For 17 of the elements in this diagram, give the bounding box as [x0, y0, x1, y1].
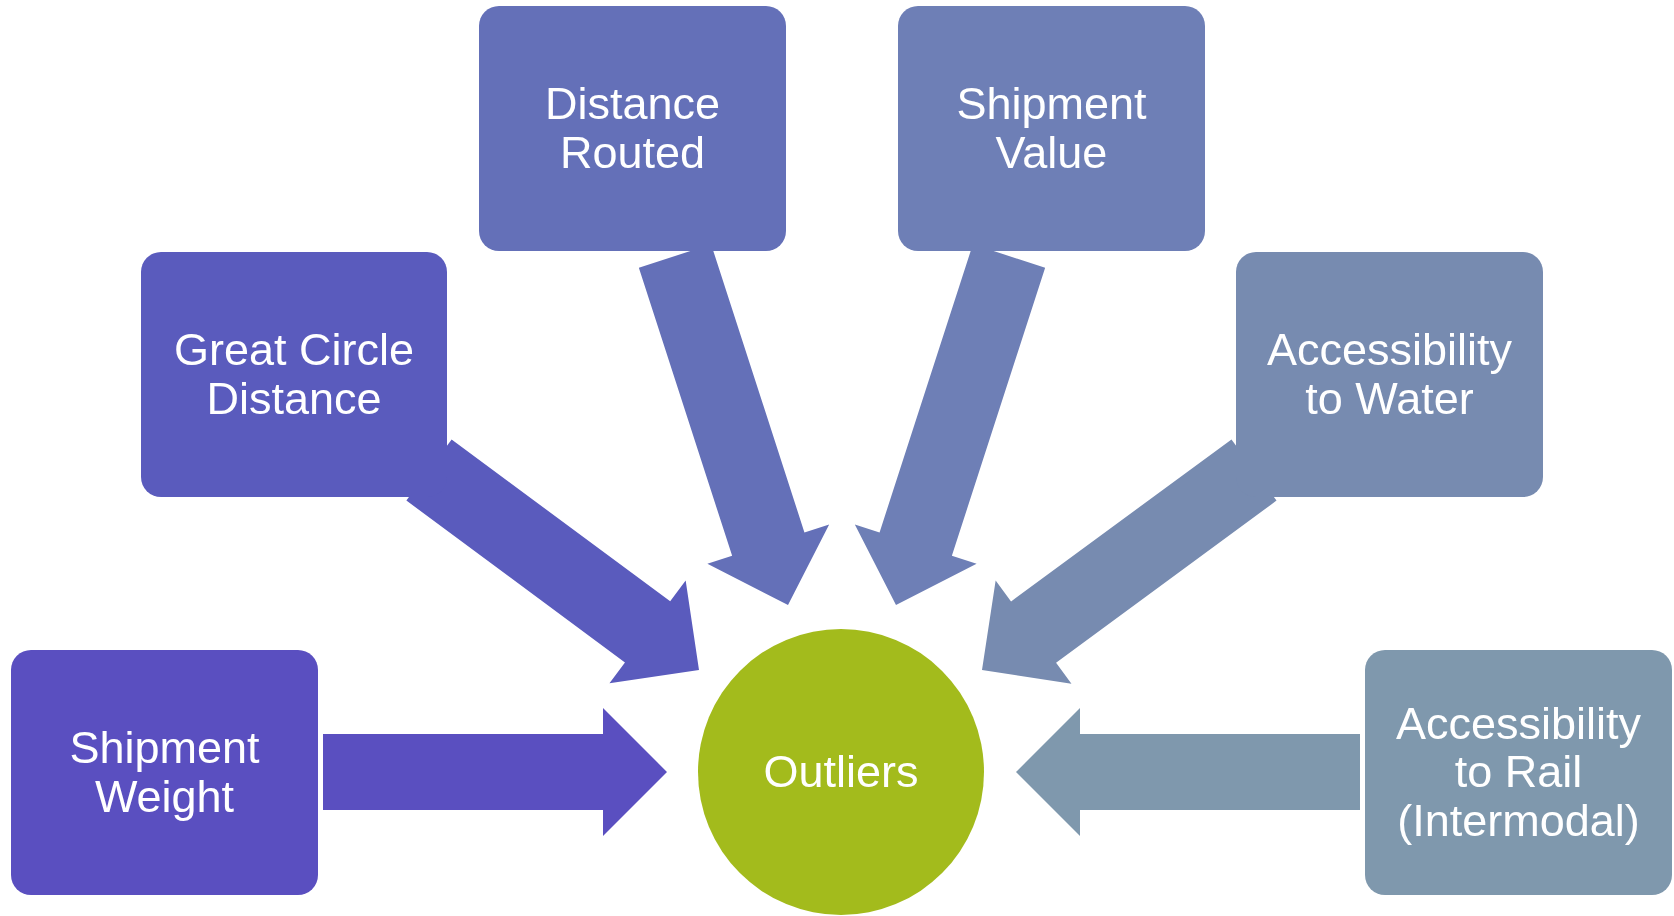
block-arrow: [323, 708, 667, 836]
node-label: Outliers: [762, 747, 920, 797]
node-label: Shipment Weight: [68, 723, 261, 822]
factor-box: [11, 650, 318, 895]
factor-box: [479, 6, 786, 251]
block-arrow: [406, 439, 699, 684]
block-arrow: [982, 439, 1277, 684]
node-label: Great Circle Distance: [172, 325, 416, 424]
node-label: Distance Routed: [543, 79, 722, 178]
block-arrow: [1016, 708, 1360, 836]
factor-box: [141, 252, 447, 497]
factor-box: [898, 6, 1205, 251]
node-label: Shipment Value: [955, 79, 1148, 178]
node-label: Accessibility to Rail (Intermodal): [1394, 699, 1643, 846]
factor-box: [1365, 650, 1672, 895]
node-label: Accessibility to Water: [1265, 325, 1514, 424]
factor-box: [1236, 252, 1543, 497]
